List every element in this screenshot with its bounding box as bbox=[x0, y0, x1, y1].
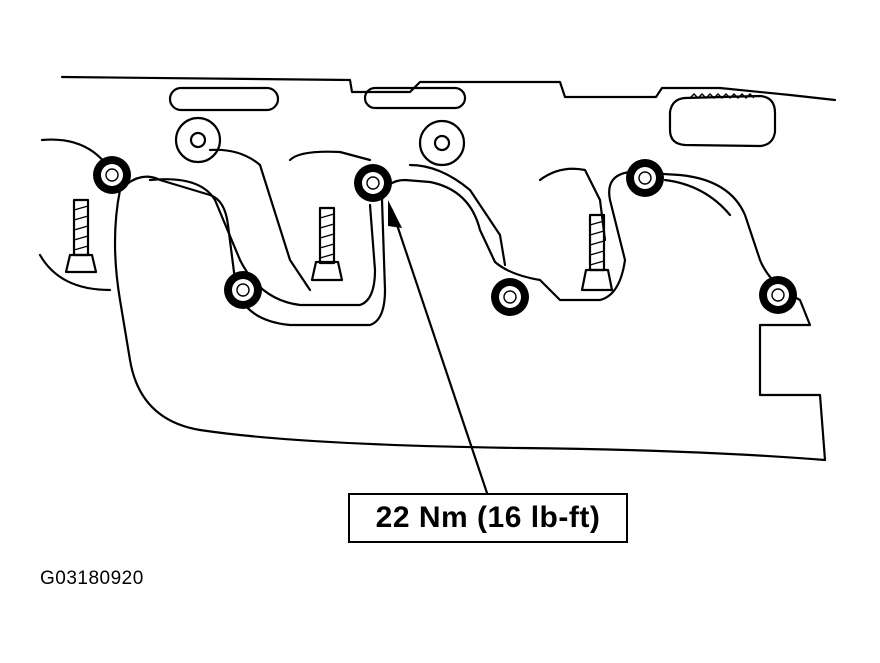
stud-2 bbox=[310, 206, 344, 282]
head-slot-3 bbox=[668, 94, 777, 148]
nut-4 bbox=[491, 278, 529, 316]
head-slot-2 bbox=[363, 86, 467, 110]
port-runner-1 bbox=[148, 178, 377, 307]
torque-callout-box: 22 Nm (16 lb-ft) bbox=[348, 493, 628, 543]
nut-1 bbox=[93, 156, 131, 194]
port-runner-2 bbox=[288, 150, 372, 162]
nut-3-callout bbox=[354, 164, 392, 202]
nut-5 bbox=[626, 159, 664, 197]
lift-bracket-2-hole bbox=[433, 134, 451, 152]
nut-2 bbox=[224, 271, 262, 309]
head-slot-3-teeth bbox=[689, 93, 755, 99]
leader-line bbox=[390, 208, 489, 495]
lift-bracket-1-hole bbox=[189, 131, 207, 149]
flange-curve-2 bbox=[408, 163, 507, 267]
lift-bracket-2 bbox=[418, 119, 466, 167]
leader-arrowhead bbox=[388, 200, 402, 228]
nut-6 bbox=[759, 276, 797, 314]
figure-id: G03180920 bbox=[40, 568, 144, 589]
flange-curve-1 bbox=[208, 148, 312, 292]
lift-bracket-1 bbox=[174, 116, 222, 164]
port-runner-3 bbox=[538, 167, 607, 242]
head-slot-1 bbox=[168, 86, 280, 112]
cylinder-head-outline bbox=[60, 75, 837, 102]
stud-3 bbox=[580, 213, 614, 292]
stud-1 bbox=[64, 198, 98, 274]
manifold-body bbox=[113, 170, 827, 462]
torque-label: 22 Nm (16 lb-ft) bbox=[375, 501, 601, 534]
flange-curve-3 bbox=[663, 178, 732, 217]
